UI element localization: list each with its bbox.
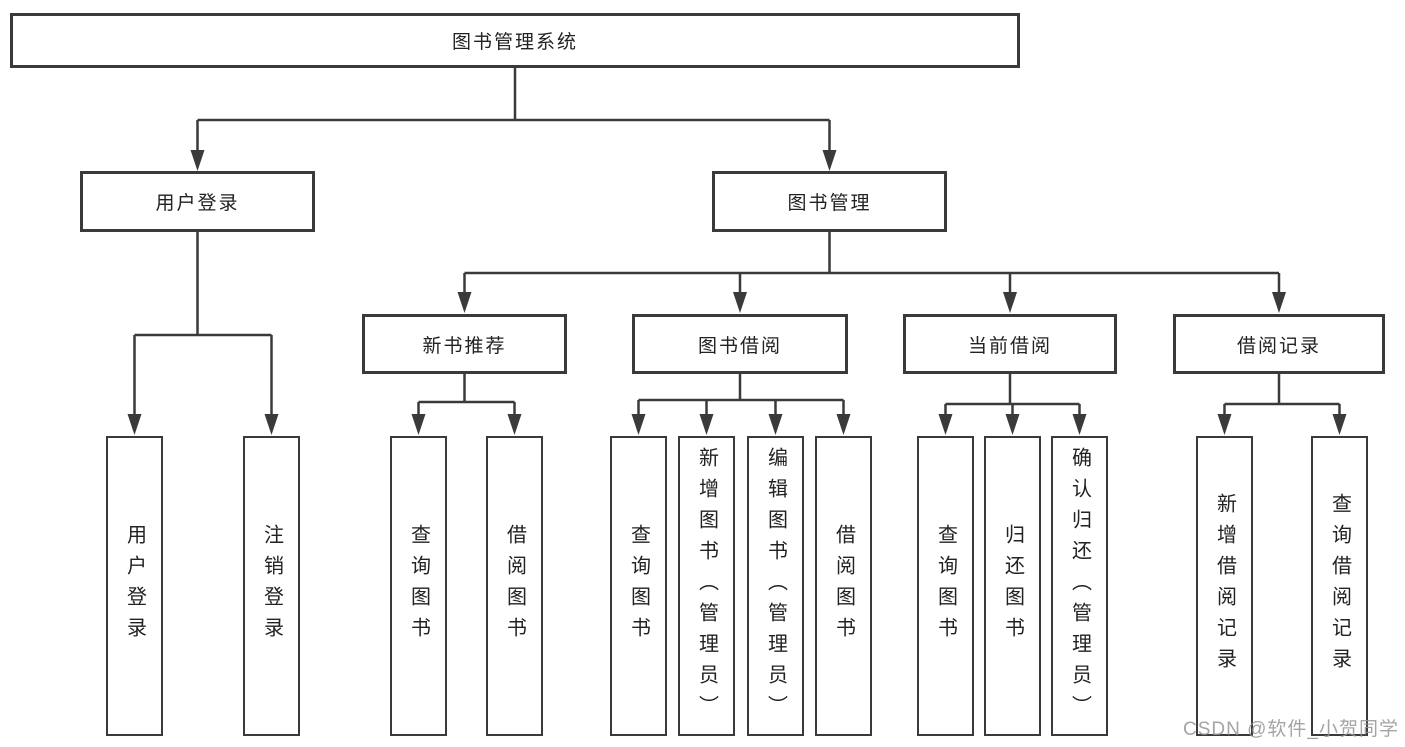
arrowhead	[507, 414, 522, 435]
leaf-query-books-newbook: 查询图书	[390, 436, 447, 736]
leaf-add-borrow-record: 新增借阅记录	[1196, 436, 1253, 736]
arrowhead	[733, 292, 747, 313]
arrowhead	[1217, 414, 1232, 435]
leaf-user-login: 用户登录	[106, 436, 163, 736]
arrowhead	[836, 414, 851, 435]
node-book-management: 图书管理	[712, 171, 947, 232]
node-root: 图书管理系统	[10, 13, 1020, 68]
leaf-query-books-current: 查询图书	[917, 436, 974, 736]
arrowhead	[938, 414, 953, 435]
node-root-label: 图书管理系统	[451, 32, 578, 53]
node-borrow-records: 借阅记录	[1173, 314, 1385, 374]
node-book-management-label: 图书管理	[787, 193, 872, 214]
node-current-borrow: 当前借阅	[903, 314, 1117, 374]
arrowhead	[1003, 292, 1017, 313]
leaf-query-books-borrow-label: 查询图书	[627, 524, 650, 648]
arrowhead	[264, 414, 279, 435]
arrowhead	[1005, 414, 1020, 435]
node-book-borrow-label: 图书借阅	[697, 335, 782, 357]
leaf-edit-book-admin: 编辑图书（管理员）	[747, 436, 804, 736]
connector-bookmgmt-to-l3	[463, 232, 1281, 294]
connector-newbook-to-leaves	[417, 374, 516, 417]
node-new-book-recommend: 新书推荐	[362, 314, 567, 374]
connector-bookborrow-to-leaves	[637, 374, 845, 417]
leaf-return-books-label: 归还图书	[1001, 524, 1024, 648]
leaf-borrow-books-label: 借阅图书	[832, 524, 855, 648]
leaf-query-borrow-record-label: 查询借阅记录	[1328, 493, 1351, 679]
watermark: CSDN @软件_小贺同学	[1183, 719, 1399, 740]
leaf-logout: 注销登录	[243, 436, 300, 736]
leaf-return-books: 归还图书	[984, 436, 1041, 736]
arrowhead	[768, 414, 783, 435]
leaf-borrow-books: 借阅图书	[815, 436, 872, 736]
leaf-query-books-borrow: 查询图书	[610, 436, 667, 736]
node-new-book-recommend-label: 新书推荐	[422, 335, 507, 357]
leaf-confirm-return-admin-label: 确认归还（管理员）	[1068, 446, 1091, 726]
node-current-borrow-label: 当前借阅	[967, 335, 1052, 357]
arrowhead	[631, 414, 646, 435]
leaf-query-books-current-label: 查询图书	[934, 524, 957, 648]
node-user-login: 用户登录	[80, 171, 315, 232]
node-user-login-label: 用户登录	[155, 193, 240, 214]
leaf-add-borrow-record-label: 新增借阅记录	[1213, 493, 1236, 679]
connector-currentborrow-to-leaves	[944, 374, 1081, 417]
arrowhead	[1332, 414, 1347, 435]
leaf-query-borrow-record: 查询借阅记录	[1311, 436, 1368, 736]
arrowhead	[190, 150, 205, 171]
arrowhead	[699, 414, 714, 435]
arrowhead	[411, 414, 426, 435]
connector-borrowrecord-to-leaves	[1223, 374, 1341, 417]
leaf-query-books-newbook-label: 查询图书	[407, 524, 430, 648]
arrowhead	[822, 150, 837, 171]
node-borrow-records-label: 借阅记录	[1236, 335, 1321, 357]
connector-root-to-l2	[196, 68, 831, 152]
leaf-borrow-books-newbook: 借阅图书	[486, 436, 543, 736]
leaf-logout-label: 注销登录	[260, 524, 283, 648]
connector-userlogin-to-leaves	[133, 232, 273, 416]
leaf-edit-book-admin-label: 编辑图书（管理员）	[764, 446, 787, 726]
arrowhead	[1272, 292, 1286, 313]
leaf-confirm-return-admin: 确认归还（管理员）	[1051, 436, 1108, 736]
leaf-add-book-admin: 新增图书（管理员）	[678, 436, 735, 736]
arrowhead	[457, 292, 472, 313]
arrowhead	[1072, 414, 1087, 435]
node-book-borrow: 图书借阅	[632, 314, 848, 374]
leaf-borrow-books-newbook-label: 借阅图书	[503, 524, 526, 648]
leaf-add-book-admin-label: 新增图书（管理员）	[695, 446, 718, 726]
arrowhead	[127, 414, 142, 435]
leaf-user-login-label: 用户登录	[123, 524, 146, 648]
